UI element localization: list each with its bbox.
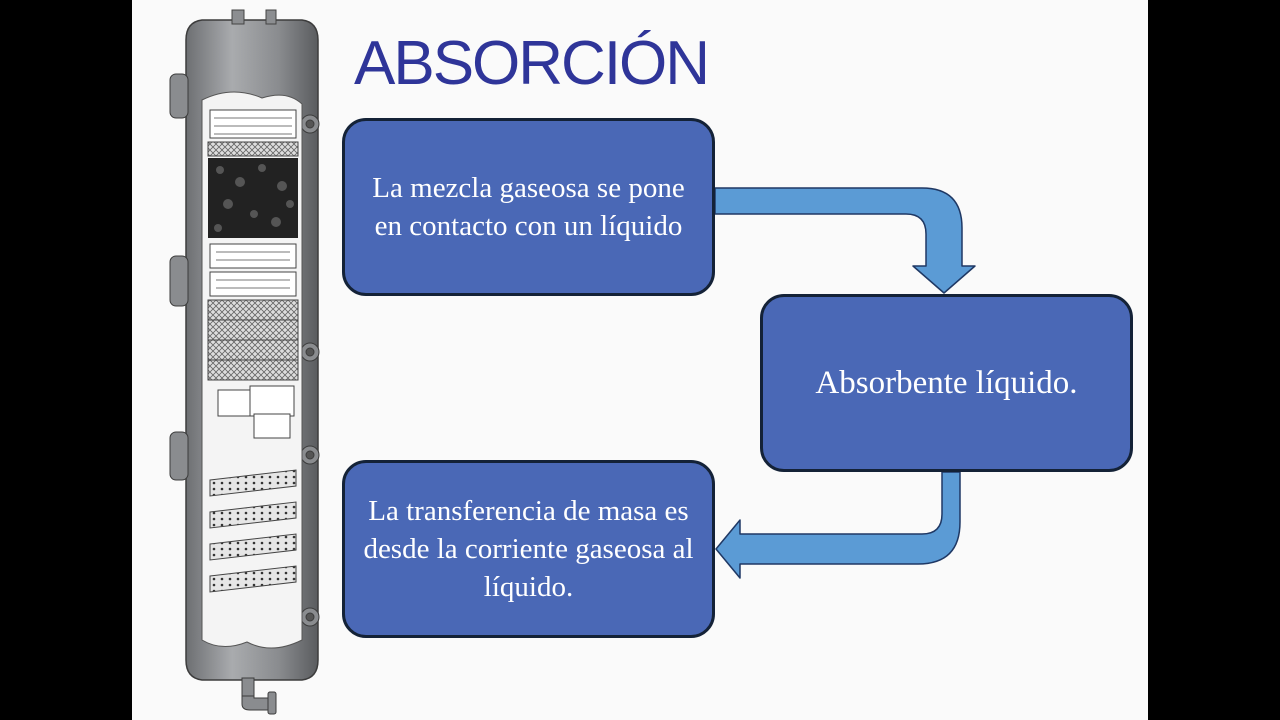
slide: ABSORCIÓN La mezcla gaseosa se pone en c… (132, 0, 1148, 720)
arrow-to-transfer (715, 471, 961, 579)
mass-transfer-box: La transferencia de masa es desde la cor… (342, 460, 715, 638)
absorbent-text: Absorbente líquido. (815, 365, 1078, 401)
bottom-outlet (241, 677, 277, 715)
gas-mixture-box: La mezcla gaseosa se pone en contacto co… (342, 118, 715, 296)
side-nozzles (169, 73, 320, 627)
gas-mixture-text: La mezcla gaseosa se pone en contacto co… (372, 172, 685, 242)
cutaway-interior (201, 91, 303, 649)
absorption-column-illustration (169, 9, 320, 715)
arrow-to-absorbent (714, 187, 976, 294)
absorbent-box: Absorbente líquido. (760, 294, 1133, 472)
mass-transfer-text: La transferencia de masa es desde la cor… (363, 495, 694, 603)
slide-title: ABSORCIÓN (354, 29, 710, 98)
